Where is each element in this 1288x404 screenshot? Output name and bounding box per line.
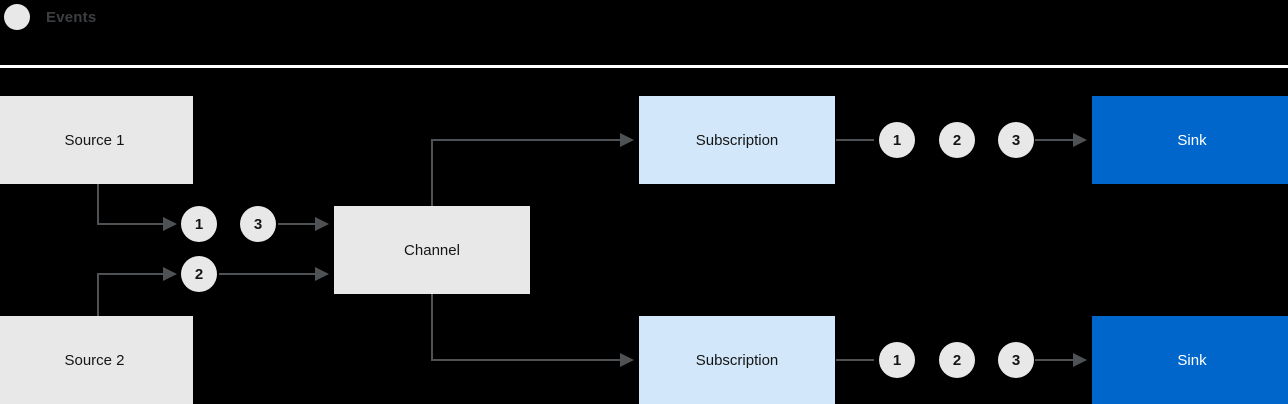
node-channel[interactable]: Channel (334, 206, 530, 294)
node-subscription-2[interactable]: Subscription (639, 316, 835, 404)
event-token: 3 (998, 342, 1034, 378)
divider (0, 65, 1288, 68)
edge-source2-out (97, 267, 177, 316)
edge-channel-subscription2 (431, 294, 634, 367)
event-token: 3 (240, 206, 276, 242)
event-token: 2 (939, 342, 975, 378)
event-token: 2 (181, 256, 217, 292)
node-sink-2[interactable]: Sink (1092, 316, 1288, 404)
node-subscription-1[interactable]: Subscription (639, 96, 835, 184)
edge-source1-out (97, 184, 177, 231)
node-source-2[interactable]: Source 2 (0, 316, 193, 404)
event-token: 1 (181, 206, 217, 242)
event-token: 1 (879, 342, 915, 378)
edge-channel-subscription1 (431, 133, 634, 206)
event-token: 2 (939, 122, 975, 158)
legend: Events (0, 0, 96, 34)
event-dot-icon (4, 4, 30, 30)
event-token: 1 (879, 122, 915, 158)
node-sink-1[interactable]: Sink (1092, 96, 1288, 184)
legend-label: Events (46, 8, 97, 26)
node-source-1[interactable]: Source 1 (0, 96, 193, 184)
event-token: 3 (998, 122, 1034, 158)
